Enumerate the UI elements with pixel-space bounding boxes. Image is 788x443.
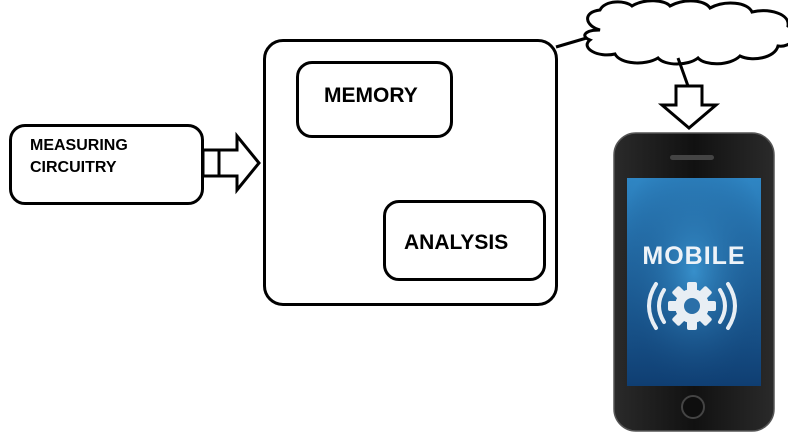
block-arrow-down-icon xyxy=(657,84,721,130)
gear-signal-icon xyxy=(647,282,737,330)
measuring-label-line1: MEASURING xyxy=(30,137,128,154)
cloud-to-mobile-line xyxy=(676,57,690,87)
home-button xyxy=(681,395,705,419)
block-arrow-right-icon xyxy=(201,131,261,195)
memory-box xyxy=(296,61,453,138)
measuring-circuitry-box xyxy=(9,124,204,205)
cloud-icon xyxy=(583,0,788,66)
memory-label: MEMORY xyxy=(324,84,418,107)
mobile-label: MOBILE xyxy=(642,242,746,270)
measuring-label-line2: CIRCUITRY xyxy=(30,159,117,176)
analysis-label: ANALYSIS xyxy=(404,231,509,254)
analysis-box xyxy=(383,200,546,281)
cloud-connector-line xyxy=(555,35,591,49)
speaker-slot xyxy=(670,155,714,160)
